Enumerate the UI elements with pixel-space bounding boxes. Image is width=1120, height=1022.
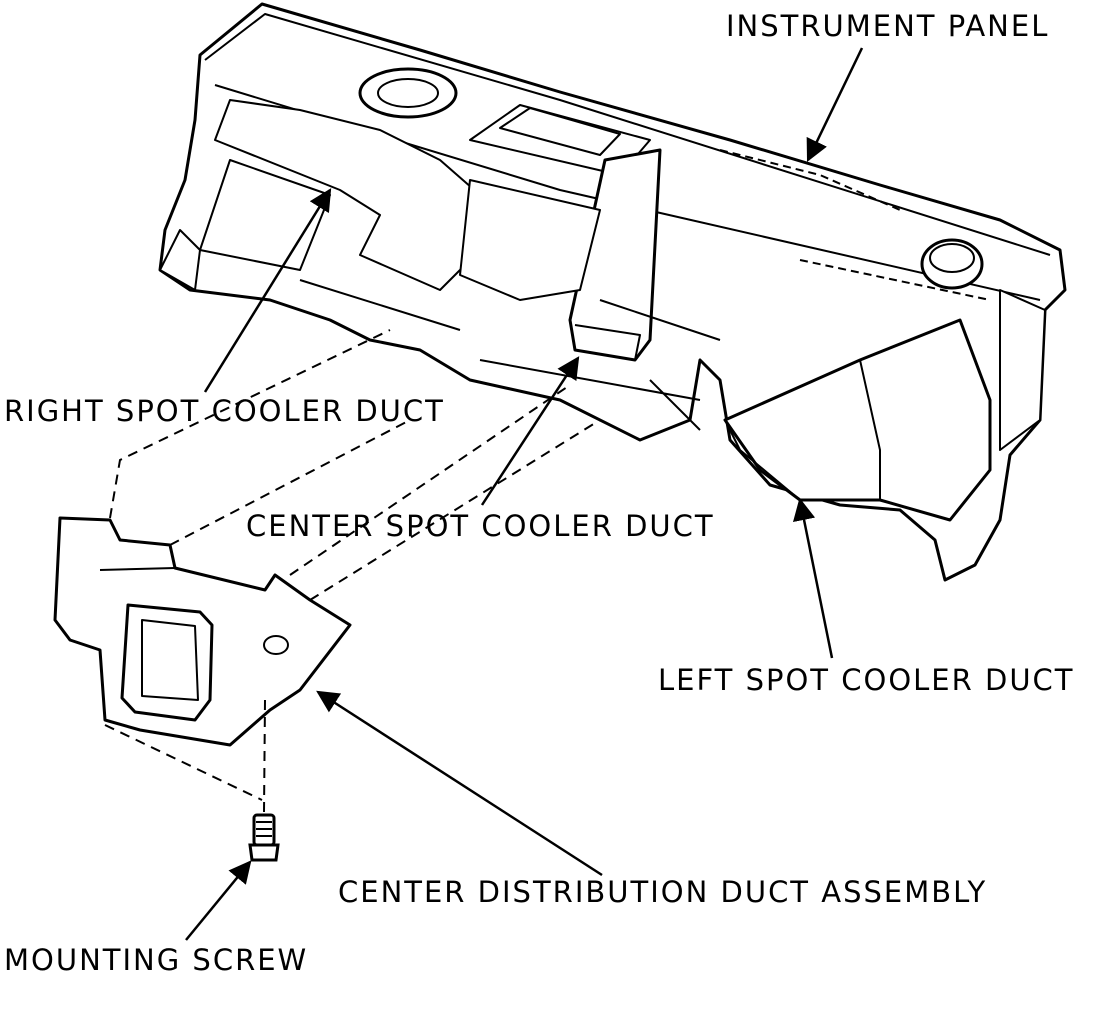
center-distribution-duct-illustration bbox=[53, 516, 352, 747]
label-mounting-screw: MOUNTING SCREW bbox=[4, 943, 309, 977]
label-center-distribution-duct-assembly: CENTER DISTRIBUTION DUCT ASSEMBLY bbox=[338, 875, 988, 909]
leader-center-distribution-duct bbox=[316, 690, 603, 877]
mounting-screw-illustration bbox=[248, 813, 280, 862]
label-right-spot-cooler-duct: RIGHT SPOT COOLER DUCT bbox=[4, 394, 445, 428]
instrument-panel-illustration bbox=[158, 2, 1067, 582]
leader-right-spot-cooler-duct bbox=[203, 188, 332, 393]
leader-left-spot-cooler-duct bbox=[792, 497, 834, 659]
leader-center-spot-cooler-duct bbox=[480, 356, 580, 506]
label-center-spot-cooler-duct: CENTER SPOT COOLER DUCT bbox=[246, 509, 715, 543]
leader-mounting-screw bbox=[185, 860, 252, 941]
leader-instrument-panel bbox=[806, 47, 864, 163]
label-instrument-panel: INSTRUMENT PANEL bbox=[726, 9, 1050, 43]
leader-lines bbox=[185, 47, 864, 941]
alignment-lines bbox=[104, 329, 601, 813]
label-left-spot-cooler-duct: LEFT SPOT COOLER DUCT bbox=[658, 663, 1075, 697]
